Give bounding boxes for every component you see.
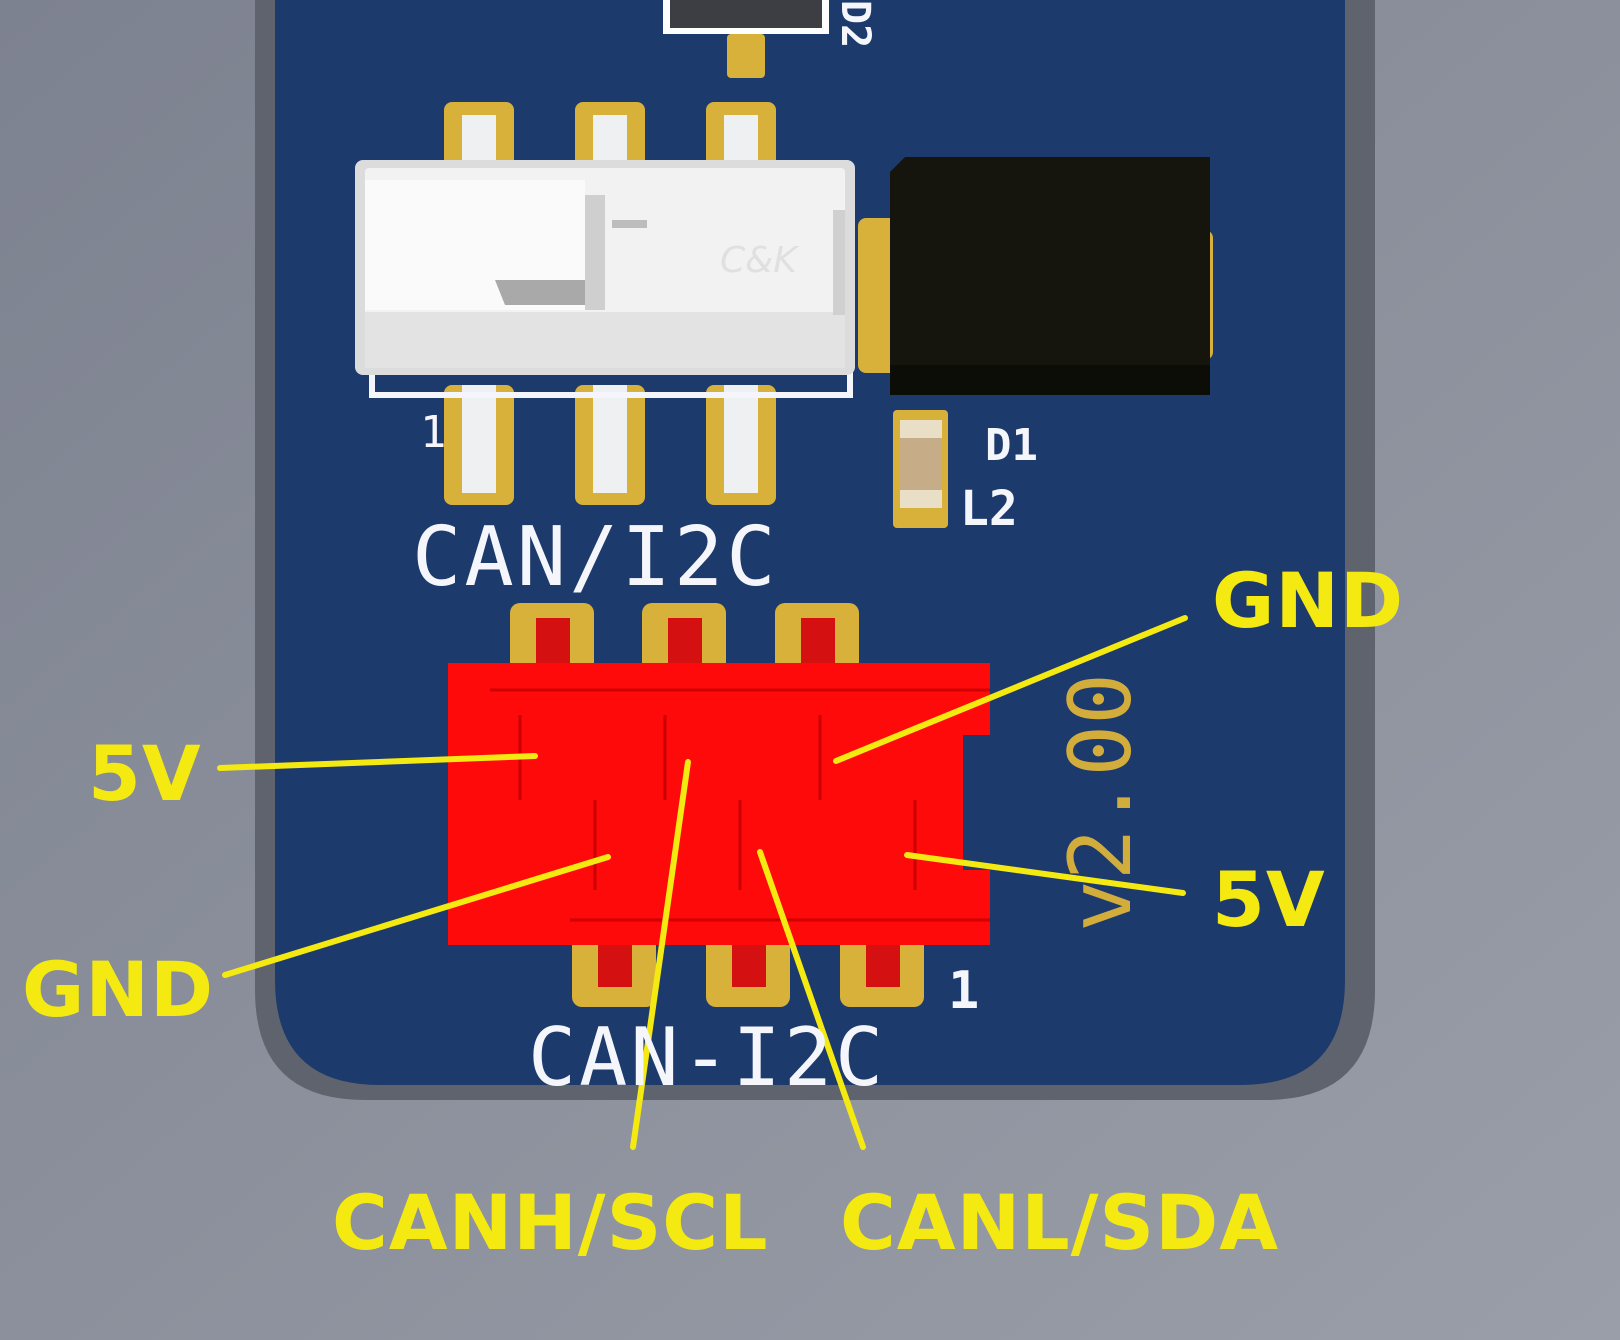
callout-canh-scl: CANH/SCL xyxy=(332,1178,769,1267)
leader-canl-sda xyxy=(757,849,866,1150)
component-l2 xyxy=(893,410,948,528)
silk-ref-d2: D2 xyxy=(832,0,878,48)
silk-connector-label: CAN-I2C xyxy=(528,1011,886,1104)
callout-leaders xyxy=(217,615,1188,1150)
silk-version: v2.00 xyxy=(1051,673,1151,932)
leader-canh-scl xyxy=(630,759,691,1150)
callout-right-5v: 5V xyxy=(1212,855,1326,944)
silk-switch-label: CAN/I2C xyxy=(412,510,779,605)
connector-jst[interactable] xyxy=(448,663,990,945)
top-component-d2 xyxy=(663,0,829,78)
switch-silk-outline xyxy=(369,360,853,398)
silk-pin1-connector: 1 xyxy=(948,961,979,1021)
leader-left-gnd xyxy=(222,854,611,978)
silk-pin1-switch: 1 xyxy=(420,407,447,458)
switch-logo: C&K xyxy=(720,240,799,281)
inductor-d1 xyxy=(858,157,1213,395)
leader-right-5v xyxy=(904,852,1186,896)
silk-ref-d1: D1 xyxy=(985,420,1038,471)
callout-left-5v: 5V xyxy=(88,729,202,818)
callout-top-right-gnd: GND xyxy=(1212,556,1405,645)
silk-ref-l2: L2 xyxy=(960,481,1018,537)
switch-bottom-pins xyxy=(444,385,776,505)
callout-left-gnd: GND xyxy=(22,945,215,1034)
leader-top-right-gnd xyxy=(833,615,1188,764)
callout-canl-sda: CANL/SDA xyxy=(840,1178,1280,1267)
slide-switch[interactable]: C&K xyxy=(355,160,855,375)
leader-left-5v xyxy=(217,753,538,771)
